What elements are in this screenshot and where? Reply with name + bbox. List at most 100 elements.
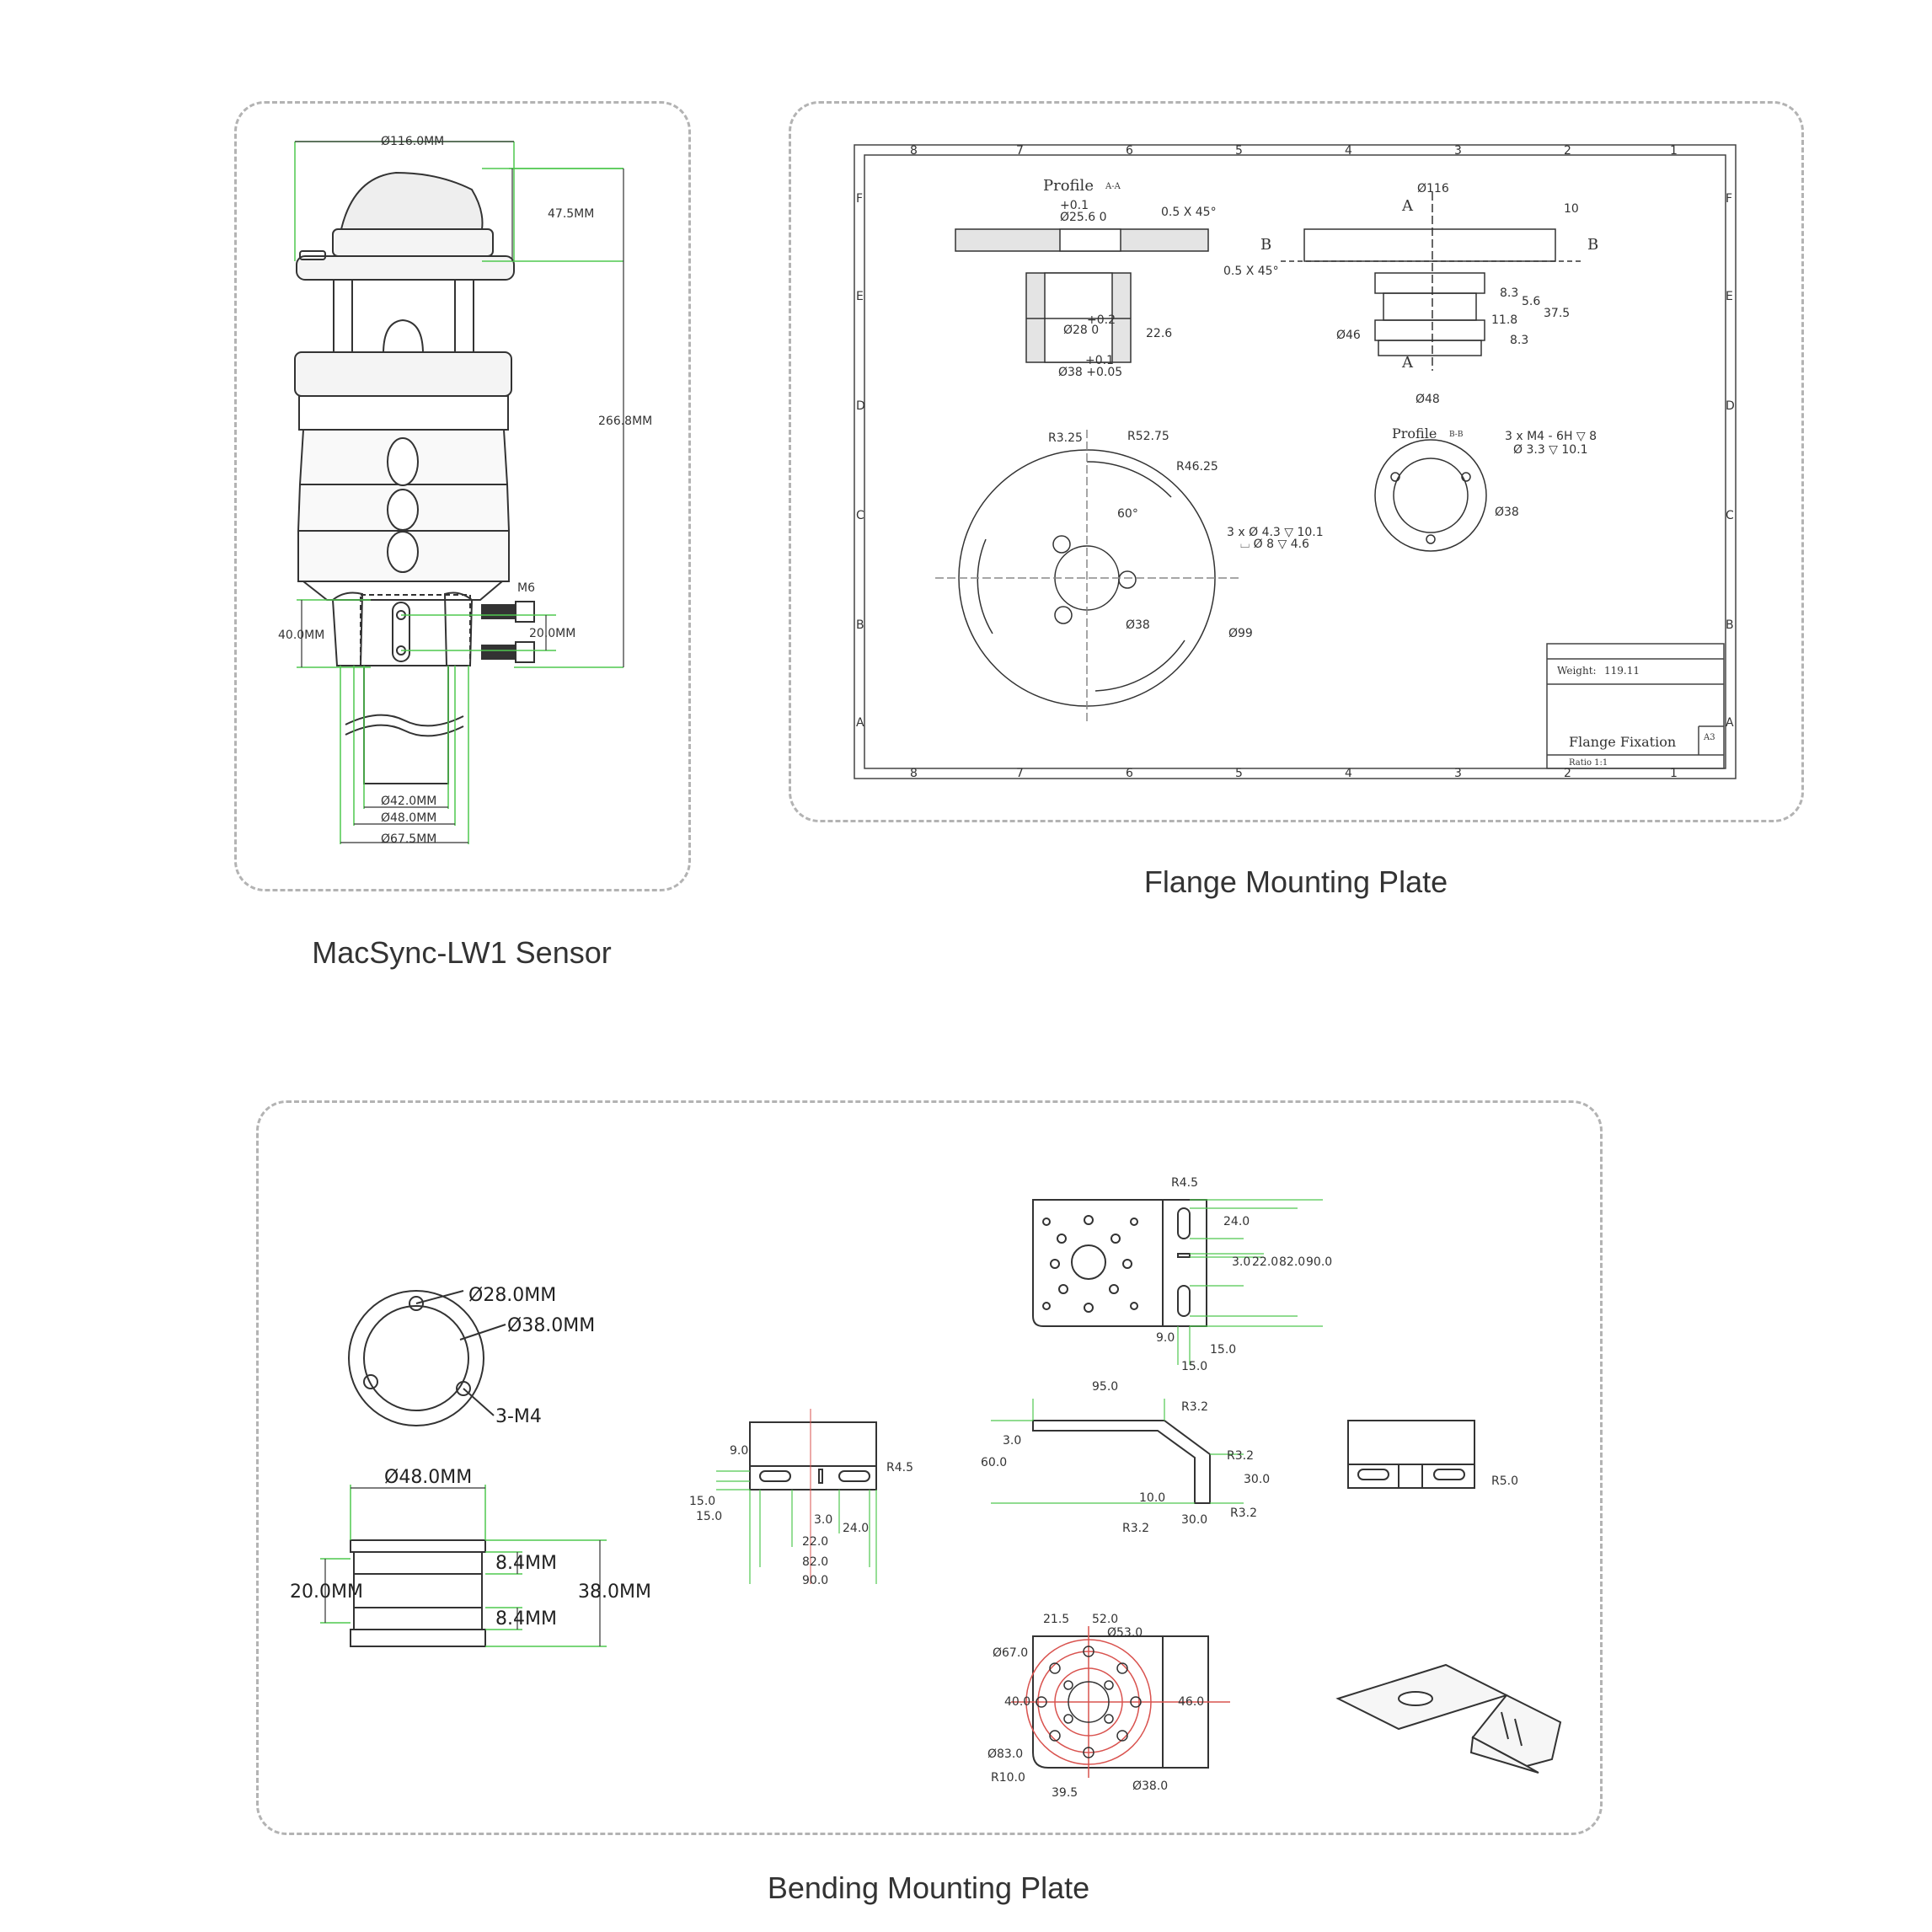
side-95: 95.0 (1092, 1380, 1118, 1394)
plan-52: 52.0 (1092, 1613, 1118, 1626)
front-24: 24.0 (843, 1522, 869, 1535)
row-b-right: B (1726, 618, 1734, 632)
side-60: 60.0 (981, 1456, 1007, 1469)
side-30b: 30.0 (1181, 1513, 1207, 1527)
bracket-side-view (1032, 1420, 1211, 1504)
bb-holes2: Ø 3.3 ▽ 10.1 (1513, 443, 1588, 457)
drawing-title: Flange Fixation (1569, 734, 1676, 750)
bb-holes: 3 x M4 - 6H ▽ 8 (1505, 430, 1597, 443)
plan-angle: 60° (1117, 507, 1138, 521)
plan-r2: R52.75 (1127, 430, 1169, 443)
aa-tol-mid: +0.2 (1087, 313, 1116, 327)
side-t: 10 (1564, 202, 1579, 216)
col-1: 1 (1670, 144, 1678, 158)
profile-aa-drawing (955, 228, 1209, 363)
row-a-right: A (1726, 716, 1734, 730)
aa-d2: Ø28 0 (1063, 324, 1099, 337)
chamfer-2: 0.5 X 45° (1223, 265, 1279, 278)
weight-label: Weight: (1557, 665, 1597, 677)
sensor-d3: Ø67.5MM (381, 832, 436, 846)
row-c: C (856, 509, 864, 522)
side-10: 10.0 (1139, 1491, 1165, 1505)
row-a: A (856, 716, 864, 730)
row-e-right: E (1726, 290, 1733, 303)
sensor-drawing (294, 171, 535, 784)
col-7-bottom: 7 (1016, 767, 1024, 780)
side-r32a: R3.2 (1181, 1400, 1208, 1414)
adapter-d48: Ø48.0MM (384, 1467, 472, 1488)
section-a-bottom: A (1401, 354, 1414, 372)
col-7: 7 (1016, 144, 1024, 158)
plan-d99: Ø99 (1228, 627, 1253, 640)
profile-bb-title: Profile (1392, 425, 1437, 442)
side-h4: 37.5 (1544, 307, 1570, 320)
side-3: 3.0 (1003, 1434, 1021, 1448)
aa-tol-bot: +0.1 (1085, 354, 1114, 367)
adapter-20: 20.0MM (290, 1581, 363, 1603)
front-3: 3.0 (814, 1513, 832, 1527)
adapter-arrows (324, 1487, 601, 1646)
top-r45: R4.5 (1171, 1176, 1198, 1190)
top-24: 24.0 (1223, 1215, 1250, 1228)
top-15b: 15.0 (1181, 1360, 1207, 1373)
adapter-84a: 8.4MM (495, 1553, 557, 1574)
plan-46: 46.0 (1178, 1695, 1204, 1709)
col-4-bottom: 4 (1345, 767, 1352, 780)
bracket-front-view (749, 1409, 877, 1584)
aa-height: 22.6 (1146, 327, 1172, 340)
col-2-bottom: 2 (1564, 767, 1571, 780)
sensor-clamp-height: 40.0MM (278, 629, 324, 642)
chamfer-1: 0.5 X 45° (1161, 206, 1217, 219)
front-9: 9.0 (730, 1444, 748, 1458)
col-6-bottom: 6 (1126, 767, 1133, 780)
plan-40: 40.0 (1004, 1695, 1030, 1709)
weight-value: 119.11 (1604, 665, 1640, 677)
plan-r10: R10.0 (991, 1771, 1025, 1785)
plan-d67: Ø67.0 (993, 1646, 1028, 1660)
adapter-d28: Ø28.0MM (468, 1285, 556, 1306)
top-90: 90.0 (1306, 1255, 1332, 1269)
col-8: 8 (910, 144, 918, 158)
side-r32d: R3.2 (1230, 1507, 1257, 1520)
col-5-bottom: 5 (1235, 767, 1243, 780)
front-dim-lines (716, 1470, 877, 1584)
plan-d53: Ø53.0 (1107, 1626, 1143, 1640)
section-b-left: B (1260, 236, 1271, 254)
row-b: B (856, 618, 864, 632)
adapter-m4: 3-M4 (495, 1406, 542, 1427)
side-h3: 11.8 (1491, 313, 1517, 327)
sensor-dome-height: 47.5MM (548, 207, 594, 221)
top-22: 22.0 (1252, 1255, 1278, 1269)
sensor-hole-spacing: 20.0MM (529, 627, 575, 640)
row-c-right: C (1726, 509, 1734, 522)
aa-tol-top: +0.1 (1060, 199, 1089, 212)
side-d46: Ø46 (1336, 329, 1361, 342)
side-d48: Ø48 (1416, 393, 1440, 406)
adapter-38: 38.0MM (578, 1581, 651, 1603)
sensor-total-height: 266.8MM (598, 415, 652, 428)
aa-d1: Ø25.6 0 (1060, 211, 1107, 224)
end-r5: R5.0 (1491, 1474, 1518, 1488)
plan-holes1: 3 x Ø 4.3 ▽ 10.1 (1227, 526, 1324, 539)
top-9: 9.0 (1156, 1331, 1175, 1345)
flange-caption: Flange Mounting Plate (1143, 864, 1448, 899)
side-dim-lines (991, 1399, 1244, 1504)
adapter-dim-lines (320, 1485, 607, 1647)
side-h1: 8.3 (1500, 286, 1518, 300)
front-22: 22.0 (802, 1535, 828, 1549)
top-82: 82.0 (1279, 1255, 1305, 1269)
flange-grid-rows: F E D C B A F E D C B A (856, 192, 1735, 730)
side-30a: 30.0 (1244, 1473, 1270, 1486)
sensor-screw: M6 (517, 581, 535, 595)
bb-d38: Ø38 (1495, 506, 1519, 519)
aa-d3: Ø38 +0.05 (1058, 366, 1122, 379)
col-5: 5 (1235, 144, 1243, 158)
flange-plan-view (935, 430, 1239, 725)
row-d: D (856, 399, 865, 413)
adapter-side-view (350, 1539, 486, 1647)
front-90: 90.0 (802, 1574, 828, 1587)
sensor-d2: Ø48.0MM (381, 811, 436, 825)
adapter-d38: Ø38.0MM (507, 1315, 595, 1336)
plan-d38: Ø38 (1126, 618, 1150, 632)
